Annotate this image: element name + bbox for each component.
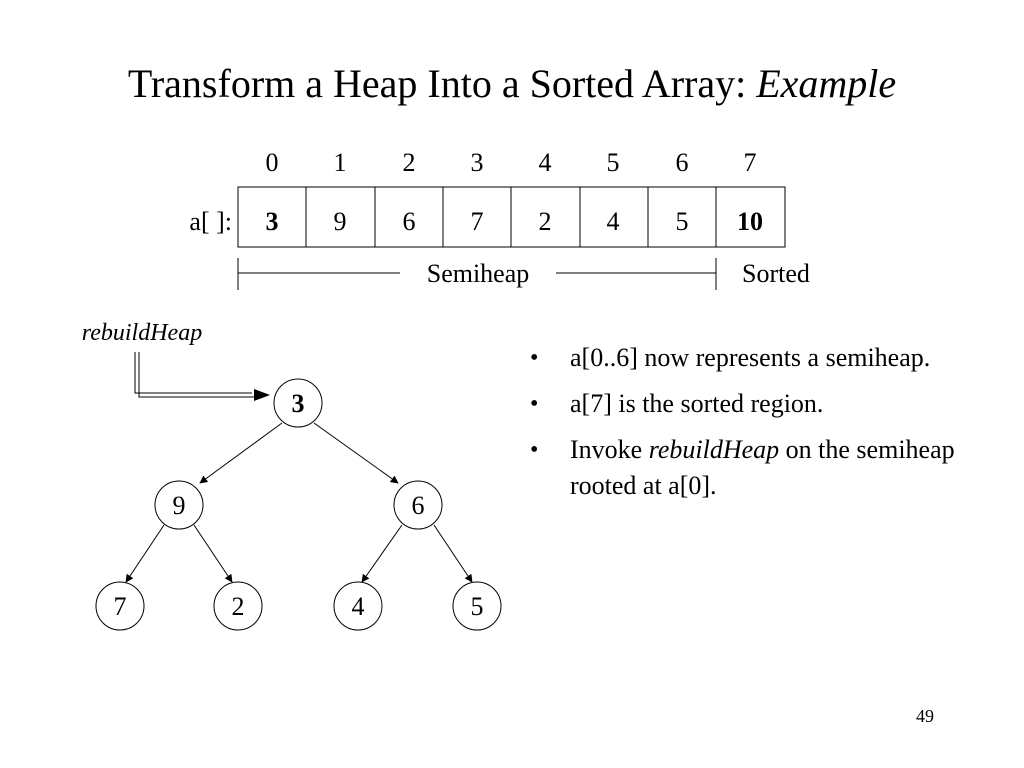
tree-node: [393, 480, 443, 530]
semiheap-label: Semiheap: [427, 259, 530, 288]
array-value: 7: [471, 207, 484, 236]
array-cells: 3 9 6 7 2 4 5 10: [237, 186, 786, 248]
array-cell: [715, 186, 786, 248]
array-label: a[ ]:: [189, 207, 232, 236]
tree-edge: [199, 422, 283, 484]
array-value: 10: [737, 207, 763, 236]
tree-node-value: 7: [114, 592, 127, 621]
array-value: 6: [403, 207, 416, 236]
array-index: 7: [744, 148, 757, 177]
tree-node-value: 4: [352, 592, 365, 621]
bullet-text: a[7] is the sorted region.: [570, 389, 824, 418]
bullet-text-pre: Invoke: [570, 435, 649, 464]
bullet-dot-icon: •: [530, 345, 539, 371]
tree-node: [95, 581, 145, 631]
array-value: 2: [539, 207, 552, 236]
callout-arrow-inner: [138, 352, 254, 398]
array-index: 5: [607, 148, 620, 177]
page-title: Transform a Heap Into a Sorted Array: Ex…: [0, 56, 1024, 112]
tree-edge: [193, 524, 233, 583]
rebuildheap-callout-label: rebuildHeap: [82, 320, 202, 346]
tree-nodes: 3 9 6 7 2 4 5: [95, 378, 502, 631]
tree-edge: [361, 524, 403, 583]
bullet-text-italic: rebuildHeap: [648, 435, 780, 464]
title-main: Transform a Heap Into a Sorted Array:: [127, 61, 747, 106]
array-index: 4: [539, 148, 552, 177]
sorted-label: Sorted: [742, 259, 810, 288]
array-index: 3: [471, 148, 484, 177]
tree-edges: [125, 422, 473, 583]
tree-node: [273, 378, 323, 428]
bullet-item: • a[7] is the sorted region.: [530, 386, 970, 422]
title-italic: Example: [756, 61, 897, 106]
bullet-item: • Invoke rebuildHeap on the semiheap root…: [530, 432, 970, 504]
callout-arrow: [134, 352, 252, 394]
callout-arrowhead: [254, 389, 270, 401]
array-value: 3: [266, 207, 279, 236]
tree-node: [452, 581, 502, 631]
bullet-text-post: on the semiheap rooted at a[0].: [570, 435, 955, 500]
array-index: 0: [266, 148, 279, 177]
region-brackets: [237, 258, 717, 290]
tree-edge: [313, 422, 399, 484]
bullet-dot-icon: •: [530, 391, 539, 417]
page-number: 49: [916, 706, 934, 726]
index-row: 0 1 2 3 4 5 6 7: [266, 148, 757, 177]
array-index: 6: [676, 148, 689, 177]
array-value: 5: [676, 207, 689, 236]
tree-edge: [433, 524, 473, 583]
tree-node: [154, 480, 204, 530]
bullet-item: • a[0..6] now represents a semiheap.: [530, 340, 970, 376]
array-index: 2: [403, 148, 416, 177]
array-value: 4: [607, 207, 620, 236]
tree-node-value: 3: [292, 389, 305, 418]
tree-node-value: 5: [471, 592, 484, 621]
array-value: 9: [334, 207, 347, 236]
tree-node-value: 2: [232, 592, 245, 621]
tree-node-value: 6: [412, 491, 425, 520]
tree-node-value: 9: [173, 491, 186, 520]
tree-node: [213, 581, 263, 631]
bullet-text: a[0..6] now represents a semiheap.: [570, 343, 931, 372]
tree-node: [333, 581, 383, 631]
bullet-dot-icon: •: [530, 437, 539, 463]
bullet-list: • a[0..6] now represents a semiheap. • a[7…: [530, 340, 970, 514]
tree-edge: [125, 524, 165, 583]
array-index: 1: [334, 148, 347, 177]
